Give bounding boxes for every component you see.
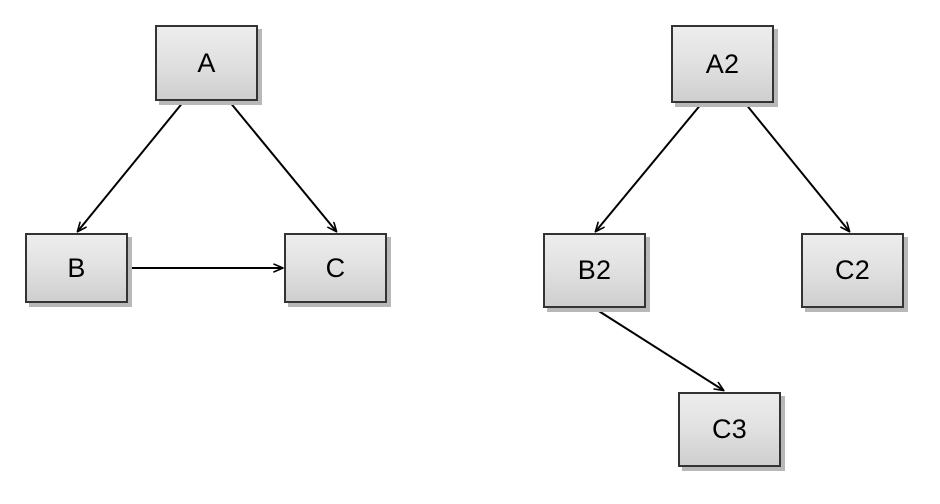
node-label-c2: C2 [835, 255, 870, 285]
node-a[interactable]: A [155, 25, 258, 101]
node-label-b2: B2 [577, 255, 612, 285]
edge-a2-to-c2 [744, 102, 849, 231]
node-a2[interactable]: A2 [671, 25, 774, 103]
edge-a-to-c [228, 100, 336, 231]
node-c[interactable]: C [284, 233, 387, 303]
node-label-c: C [325, 252, 346, 283]
node-c3[interactable]: C3 [678, 392, 781, 467]
node-label-c3: C3 [712, 414, 747, 444]
node-label-a: A [197, 47, 216, 78]
node-b[interactable]: B [25, 233, 128, 303]
node-c2[interactable]: C2 [801, 233, 904, 308]
edge-b2-to-c3 [593, 307, 723, 390]
node-label-a2: A2 [705, 48, 740, 79]
node-b2[interactable]: B2 [543, 233, 646, 308]
edge-a2-to-b2 [596, 102, 703, 231]
edge-a-to-b [78, 100, 185, 231]
node-label-b: B [67, 252, 86, 283]
